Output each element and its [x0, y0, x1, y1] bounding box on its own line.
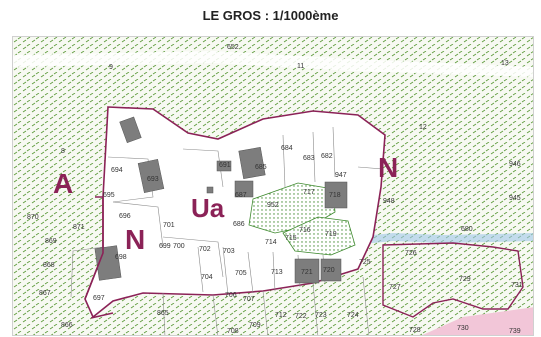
parcel-label: 715: [285, 235, 297, 242]
parcel-label: 719: [325, 231, 337, 238]
parcel-label: 685: [255, 164, 267, 171]
parcel-label: 945: [509, 195, 521, 202]
parcel-label: 652: [227, 44, 239, 51]
parcel-label: 720: [323, 267, 335, 274]
parcel-label: 680: [461, 226, 473, 233]
parcel-label: 684: [281, 145, 293, 152]
parcel-label: 729: [459, 276, 471, 283]
building: [94, 245, 122, 281]
building: [294, 258, 320, 284]
parcel-label: 947: [335, 172, 347, 179]
a-zone-boundary: [84, 196, 104, 300]
parcel-label: 946: [509, 161, 521, 168]
stream: [353, 233, 533, 245]
parcel-label: 866: [61, 322, 73, 329]
parcel-label: 695: [103, 192, 115, 199]
corridor-boundary: [382, 242, 524, 318]
parcel-label: 700: [173, 243, 185, 250]
parcel-label: 706: [225, 292, 237, 299]
parcel-label: 698: [115, 254, 127, 261]
zone-label-ua: Ua: [191, 193, 225, 223]
parcel-label: 696: [119, 213, 131, 220]
parcel-label: 712: [275, 312, 287, 319]
parcel-label: 709: [249, 322, 261, 329]
parcel-label: 726: [405, 250, 417, 257]
parcel-label: 730: [457, 325, 469, 332]
building: [324, 181, 348, 209]
parcel-label: 727: [389, 284, 401, 291]
parcel-label: 717: [303, 189, 315, 196]
parcel-label: 691: [219, 162, 231, 169]
parcel-label: 713: [271, 269, 283, 276]
parcel-label: 952: [267, 202, 279, 209]
parcel-label: 722: [295, 313, 307, 320]
parcel-label: 723: [315, 312, 327, 319]
cadastral-map: A N Ua N 652 9 11 13 12 8 693 694 695 69…: [12, 36, 534, 336]
parcel-label: 701: [163, 222, 175, 229]
parcel-label: 714: [265, 239, 277, 246]
zone-boundary-tail: [90, 312, 114, 319]
parcel-label: 705: [235, 270, 247, 277]
building: [238, 147, 266, 179]
parcel-label: 871: [73, 224, 85, 231]
parcel-label: 707: [243, 296, 255, 303]
parcel-label: 725: [359, 259, 371, 266]
parcel-label: 703: [223, 248, 235, 255]
map-svg: A N Ua N 652 9 11 13 12 8 693 694 695 69…: [13, 37, 533, 335]
parcel-label: 721: [301, 269, 313, 276]
zone-label-n-left: N: [125, 224, 145, 255]
parcel-label: 731: [511, 282, 523, 289]
parcel-label: 716: [299, 227, 311, 234]
parcel-label: 8: [61, 148, 65, 155]
parcel-label: 11: [297, 63, 304, 70]
building: [119, 116, 142, 144]
parcel-label: 865: [157, 310, 169, 317]
parcel-label: 702: [199, 246, 211, 253]
parcel-labels: 652 9 11 13 12 8 693 694 695 696 870 871…: [27, 44, 523, 335]
building: [320, 258, 342, 282]
parcel-label: 13: [501, 60, 509, 67]
parcel-label: 697: [93, 295, 105, 302]
parcel-label: 687: [235, 192, 247, 199]
building: [216, 160, 232, 172]
parcel-label: 728: [409, 327, 421, 334]
parcel-label: 870: [27, 214, 39, 221]
parcel-label: 869: [45, 238, 57, 245]
parcel-label: 704: [201, 274, 213, 281]
parcel-label: 694: [111, 167, 123, 174]
parcel-label: 699: [159, 243, 171, 250]
map-title: LE GROS : 1/1000ème: [202, 8, 339, 23]
parcel-label: 718: [329, 192, 341, 199]
parcel-label: 739: [509, 328, 521, 335]
parcel-label: 12: [419, 124, 427, 131]
parcel-label: 867: [39, 290, 51, 297]
pink-zone: [422, 307, 533, 335]
parcel-label: 9: [109, 64, 113, 71]
top-road: [13, 51, 533, 77]
parcel-label: 948: [383, 198, 395, 205]
parcel-label: 708: [227, 328, 239, 335]
green-area-716: [282, 216, 356, 256]
parcel-label: 724: [347, 312, 359, 319]
parcel-label: 682: [321, 153, 333, 160]
parcel-label: 868: [43, 262, 55, 269]
zone-label-n-right: N: [378, 152, 398, 183]
parcel-label: 693: [147, 176, 159, 183]
buildings: [94, 116, 348, 284]
zone-label-a: A: [53, 168, 73, 199]
building: [137, 158, 165, 194]
parcel-label: 686: [233, 221, 245, 228]
parcel-label: 683: [303, 155, 315, 162]
building: [206, 186, 214, 194]
building: [234, 180, 254, 198]
